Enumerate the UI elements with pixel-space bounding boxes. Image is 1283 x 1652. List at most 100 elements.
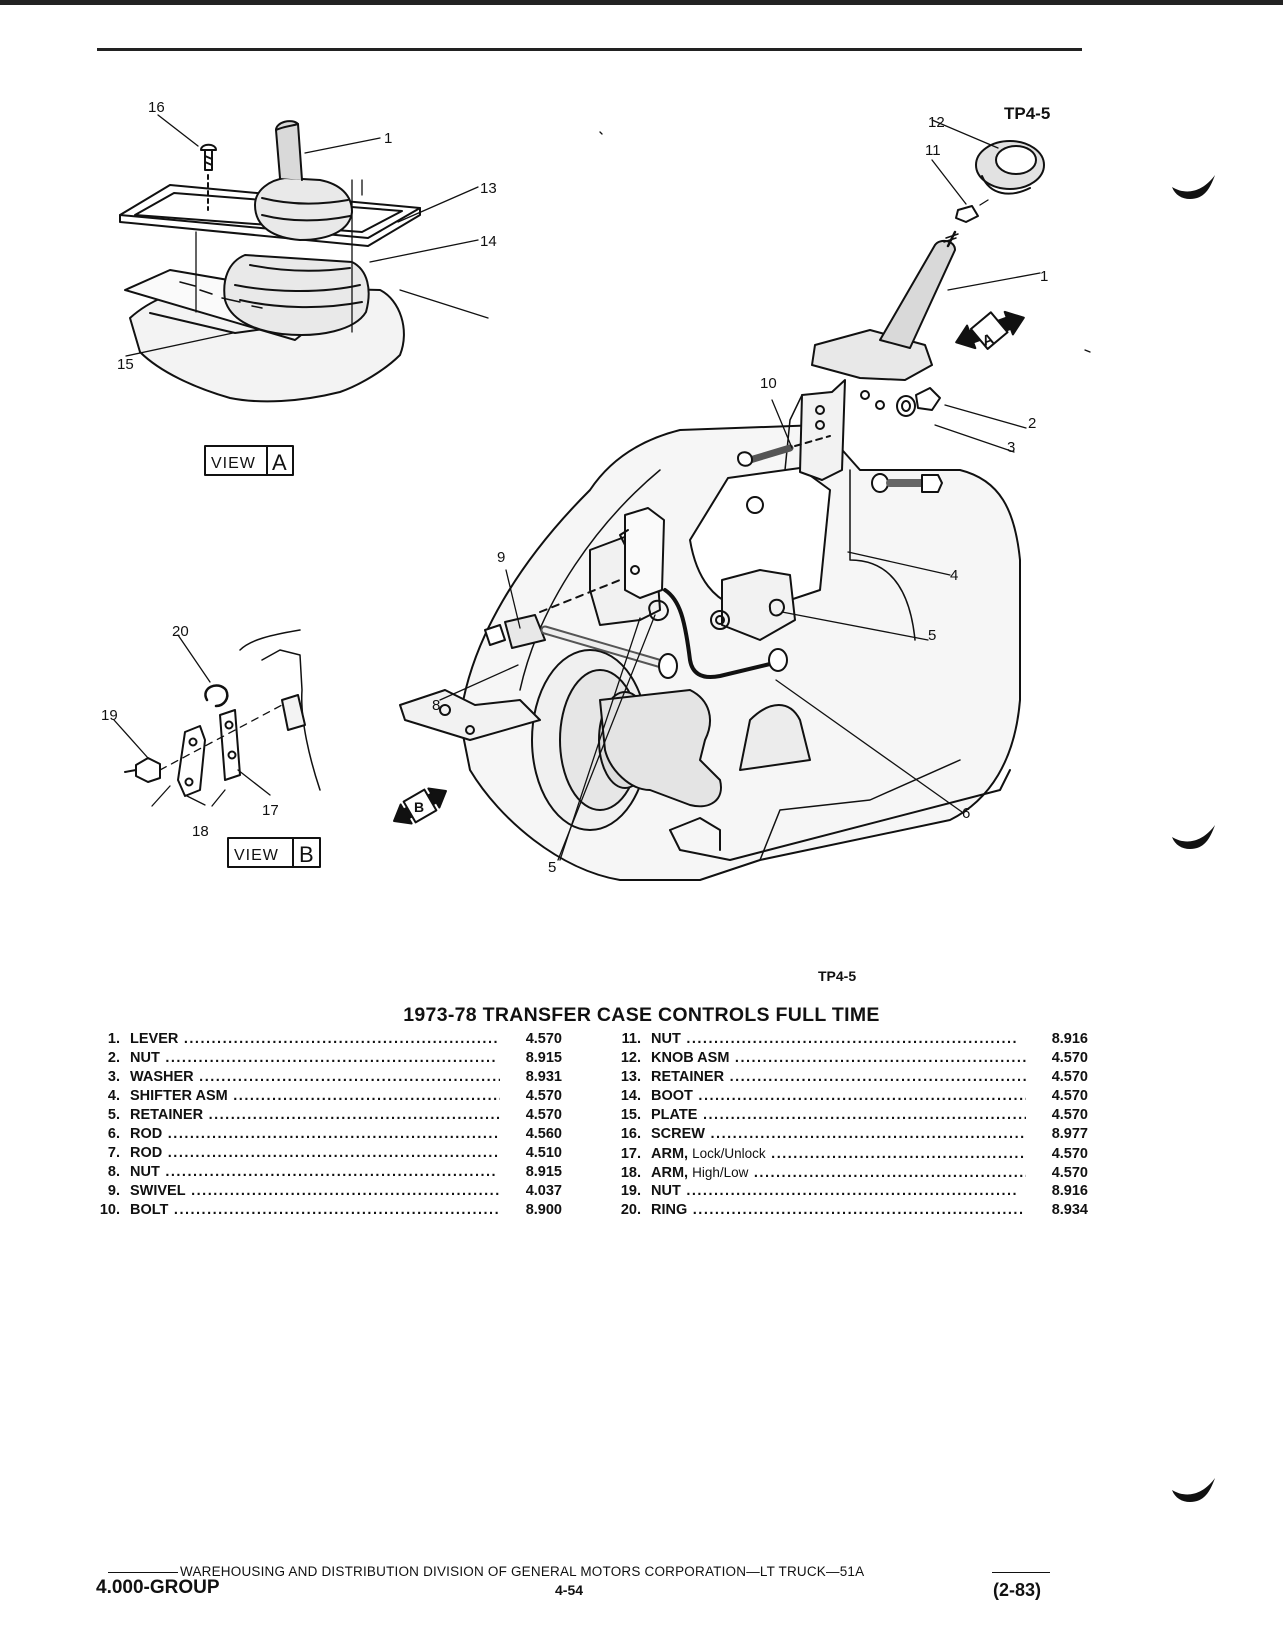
view-a-label	[204, 445, 294, 476]
binder-mark-middle	[1172, 825, 1215, 849]
callout-1: 1	[1040, 268, 1048, 285]
part-number: 18.	[620, 1165, 641, 1181]
part-name-cell: LEVER ..................................…	[130, 1030, 500, 1049]
parts-row: 9.SWIVEL ...............................…	[82, 1182, 562, 1201]
parts-row: 8.NUT ..................................…	[82, 1163, 562, 1182]
part-group-code: 4.570	[525, 1088, 562, 1104]
parts-list-right: 11.NUT .................................…	[603, 1030, 1088, 1220]
part-name: ARM,	[651, 1165, 689, 1181]
page-number: 4-54	[555, 1582, 584, 1598]
part-name: NUT	[651, 1031, 681, 1047]
leader-dots: ........................................…	[159, 1164, 498, 1180]
part-name-cell: ARM, High/Low ..........................…	[651, 1163, 1026, 1183]
callout-13: 13	[480, 180, 497, 197]
part-group-code: 8.916	[1051, 1183, 1088, 1199]
callout-18: 18	[192, 823, 209, 840]
callout-2: 2	[1028, 415, 1036, 432]
parts-row: 6. ROD ..................................…	[82, 1125, 562, 1144]
parts-row: 17. ARM, Lock/Unlock ....................…	[603, 1144, 1088, 1163]
part-name-cell: RETAINER ...............................…	[130, 1106, 500, 1125]
view-b-word: VIEW	[234, 847, 279, 864]
callout-9: 9	[497, 549, 505, 566]
part-number: 10.	[99, 1202, 120, 1218]
part-name-cell: ARM, Lock/Unlock .......................…	[651, 1144, 1026, 1164]
part-number: 17.	[620, 1146, 641, 1162]
part-number: 4.	[107, 1088, 120, 1104]
leader-dots: ........................................…	[185, 1183, 500, 1199]
callout-8: 8	[432, 697, 440, 714]
callout-6: 6	[962, 805, 970, 822]
part-name: BOOT	[651, 1088, 693, 1104]
callout-16: 16	[148, 99, 165, 116]
view-a-arrow	[955, 310, 1025, 350]
part-number: 16.	[620, 1126, 641, 1142]
part-group-code: 8.977	[1051, 1126, 1088, 1142]
part-name-cell: BOOT ...................................…	[651, 1087, 1026, 1106]
part-group-code: 4.570	[1051, 1165, 1088, 1181]
part-group-code: 8.934	[1051, 1202, 1088, 1218]
part-group-code: 4.570	[525, 1107, 562, 1123]
part-group-code: 4.570	[1051, 1146, 1088, 1162]
part-name: RING	[651, 1202, 688, 1218]
leader-dots: ........................................…	[729, 1069, 1026, 1085]
parts-row: 15.PLATE ...............................…	[603, 1106, 1088, 1125]
part-number: 1.	[107, 1031, 120, 1047]
view-b-letter: B	[299, 842, 314, 867]
callout-15: 15	[117, 356, 134, 373]
parts-row: 20.RING ................................…	[603, 1201, 1088, 1220]
part-group-code: 4.570	[1051, 1107, 1088, 1123]
part-name-cell: ROD ....................................…	[130, 1144, 500, 1163]
part-group-code: 4.570	[525, 1031, 562, 1047]
part-name: NUT	[130, 1164, 160, 1180]
part-number: 12.	[620, 1050, 641, 1066]
part-name-cell: NUT ....................................…	[651, 1182, 1026, 1201]
part-group-code: 4.570	[1051, 1050, 1088, 1066]
parts-row: 7.ROD ..................................…	[82, 1144, 562, 1163]
leader-dots: ........................................…	[162, 1126, 500, 1142]
leader-dots: ........................................…	[753, 1165, 1026, 1181]
part-name: RETAINER	[651, 1069, 725, 1085]
part-name-cell: NUT ....................................…	[130, 1163, 500, 1182]
part-name: KNOB ASM	[651, 1050, 730, 1066]
part-number: 6.	[107, 1126, 120, 1142]
parts-row: 14. BOOT ................................…	[603, 1087, 1088, 1106]
header-rule	[97, 48, 1082, 51]
part-name: NUT	[651, 1183, 681, 1199]
part-number: 13.	[620, 1069, 641, 1085]
parts-table-title: 1973-78 TRANSFER CASE CONTROLS FULL TIME	[403, 1004, 880, 1026]
part-name-qualifier: High/Low	[692, 1165, 749, 1180]
callout-numbers: 16 1 13 14 15 12 11 1 2 3 10 4 9 5 8 6 5…	[101, 99, 1048, 876]
part-name: ROD	[130, 1126, 163, 1142]
part-name-cell: SHIFTER ASM ............................…	[130, 1087, 500, 1106]
part-name-cell: NUT ....................................…	[130, 1049, 500, 1068]
callout-19: 19	[101, 707, 118, 724]
leader-dots: ........................................…	[680, 1183, 1019, 1199]
view-a-drawing	[119, 114, 489, 403]
group-label: 4.000-GROUP	[96, 1577, 220, 1598]
leader-dots: ........................................…	[208, 1107, 500, 1123]
part-number: 14.	[620, 1088, 641, 1104]
part-name-cell: NUT ....................................…	[651, 1030, 1026, 1049]
part-name: ARM,	[651, 1146, 689, 1162]
callout-20: 20	[172, 623, 189, 640]
part-group-code: 4.560	[525, 1126, 562, 1142]
parts-row: 13. RETAINER ............................…	[603, 1068, 1088, 1087]
leader-dots: ........................................…	[697, 1107, 1026, 1123]
leader-dots: ........................................…	[159, 1050, 498, 1066]
part-number: 20.	[620, 1202, 641, 1218]
view-b-drawing	[113, 629, 321, 807]
leader-dots: ........................................…	[692, 1088, 1026, 1104]
leader-dots: ........................................…	[162, 1145, 500, 1161]
parts-row: 16.SCREW ...............................…	[603, 1125, 1088, 1144]
callout-10: 10	[760, 375, 777, 392]
part-name: ROD	[130, 1145, 163, 1161]
part-number: 3.	[107, 1069, 120, 1085]
callout-4: 4	[950, 567, 958, 584]
part-group-code: 8.915	[525, 1164, 562, 1180]
parts-row: 1. LEVER ................................…	[82, 1030, 562, 1049]
footer-right-rule	[992, 1572, 1050, 1573]
leader-dots: ........................................…	[771, 1146, 1026, 1162]
part-name-cell: KNOB ASM ...............................…	[651, 1049, 1026, 1068]
callout-3: 3	[1007, 439, 1015, 456]
parts-row: 12. KNOB ASM ............................…	[603, 1049, 1088, 1068]
